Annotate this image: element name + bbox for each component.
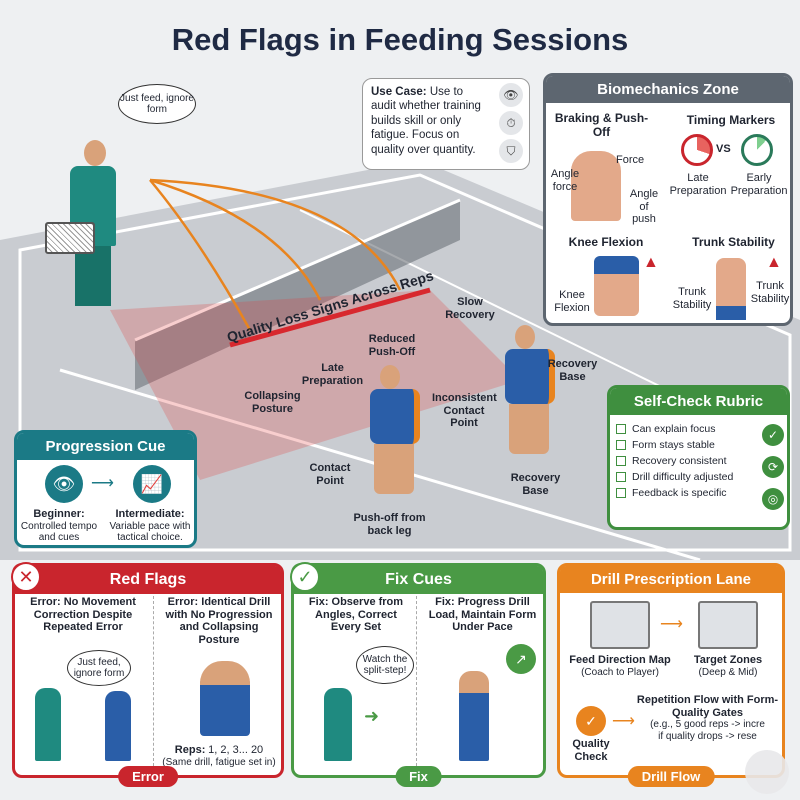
label-contact-point: Contact Point (309, 462, 351, 487)
fatigued-player-figure (200, 661, 250, 736)
progression-cue-panel: Progression Cue 👁 ⟶ 📈 Beginner:Controlle… (14, 430, 197, 548)
shuttle-basket (45, 222, 95, 254)
label-collapsing-posture: Collapsing Posture (244, 390, 301, 415)
early-clock-icon (741, 134, 773, 166)
biomechanics-title: Biomechanics Zone (546, 76, 790, 103)
red-flags-panel: Red Flags ✕ Error: No Movement Correctio… (11, 562, 284, 787)
drill-flow-pill: Drill Flow (627, 766, 715, 787)
biomechanics-zone: Biomechanics Zone Braking & Push-Off For… (543, 73, 793, 326)
refresh-icon: ⟳ (762, 456, 784, 478)
coach-figure (324, 688, 352, 761)
arrow-icon: ⟶ (660, 616, 683, 633)
academy-logo (745, 750, 789, 794)
speech-bubble: Just feed, ignore form (67, 650, 131, 686)
label-recovery-base-2: Recovery Base (510, 472, 561, 497)
eye-icon: 👁 (499, 83, 523, 107)
shield-check-icon: ✓ (762, 424, 784, 446)
fix-pill: Fix (395, 766, 442, 787)
checkbox[interactable] (616, 424, 626, 434)
checkbox[interactable] (616, 440, 626, 450)
check-icon: ✓ (290, 562, 320, 592)
rubric-item[interactable]: Form stays stable (616, 439, 781, 451)
x-icon: ✕ (11, 562, 41, 592)
drill-prescription-panel: Drill Prescription Lane ⟶ Feed Direction… (557, 563, 785, 787)
quality-check-icon: ✓ (576, 706, 606, 736)
timer-icon: ⏱ (499, 111, 523, 135)
speech-bubble: Watch the split-step! (356, 646, 414, 684)
eye-icon: 👁 (45, 465, 83, 503)
label-slow-recovery: Slow Recovery (445, 296, 495, 321)
coach-figure (70, 140, 120, 310)
arrow-icon: ⟶ (91, 475, 114, 492)
player-figure (459, 671, 489, 761)
player-figure-front (360, 365, 430, 500)
player-figure (105, 691, 131, 761)
leg-illustration (571, 151, 621, 221)
rubric-item[interactable]: Drill difficulty adjusted (616, 471, 781, 483)
player-figure-back (495, 325, 565, 460)
late-clock-icon (681, 134, 713, 166)
coach-figure (35, 688, 61, 761)
checkbox[interactable] (616, 456, 626, 466)
use-case-box: Use Case: Use to audit whether training … (362, 78, 530, 170)
arrow-icon: ⟶ (612, 713, 635, 730)
feed-direction-map (590, 601, 650, 649)
warning-icon: ▲ (643, 254, 659, 271)
target-icon: ◎ (762, 488, 784, 510)
error-pill: Error (118, 766, 178, 787)
rubric-item[interactable]: Recovery consistent (616, 455, 781, 467)
knee-illustration (594, 256, 639, 316)
label-recovery-base-1: Recovery Base (547, 358, 598, 383)
rubric-item[interactable]: Feedback is specific (616, 487, 781, 499)
green-arrow-icon: ➜ (364, 706, 380, 726)
page-title: Red Flags in Feeding Sessions (171, 22, 629, 57)
label-push-off-back-leg: Push-off from back leg (353, 512, 426, 537)
checkbox[interactable] (616, 488, 626, 498)
trend-up-icon: ↗ (506, 644, 536, 674)
growth-chart-icon: 📈 (133, 465, 171, 503)
label-late-preparation: Late Preparation (301, 362, 364, 387)
trunk-illustration (716, 258, 746, 320)
warning-icon: ▲ (766, 254, 782, 271)
checkbox[interactable] (616, 472, 626, 482)
braking-title: Braking & Push-Off (554, 111, 649, 139)
coach-speech-bubble: Just feed, ignore form (118, 84, 196, 124)
target-zones-map (698, 601, 758, 649)
shield-icon: ⛉ (499, 139, 523, 163)
rubric-item[interactable]: Can explain focus (616, 423, 781, 435)
label-reduced-push-off: Reduced Push-Off (368, 333, 416, 358)
fix-cues-panel: Fix Cues ✓ Fix: Observe from Angles, Cor… (290, 562, 546, 787)
label-inconsistent-contact: Inconsistent Contact Point (432, 392, 497, 430)
